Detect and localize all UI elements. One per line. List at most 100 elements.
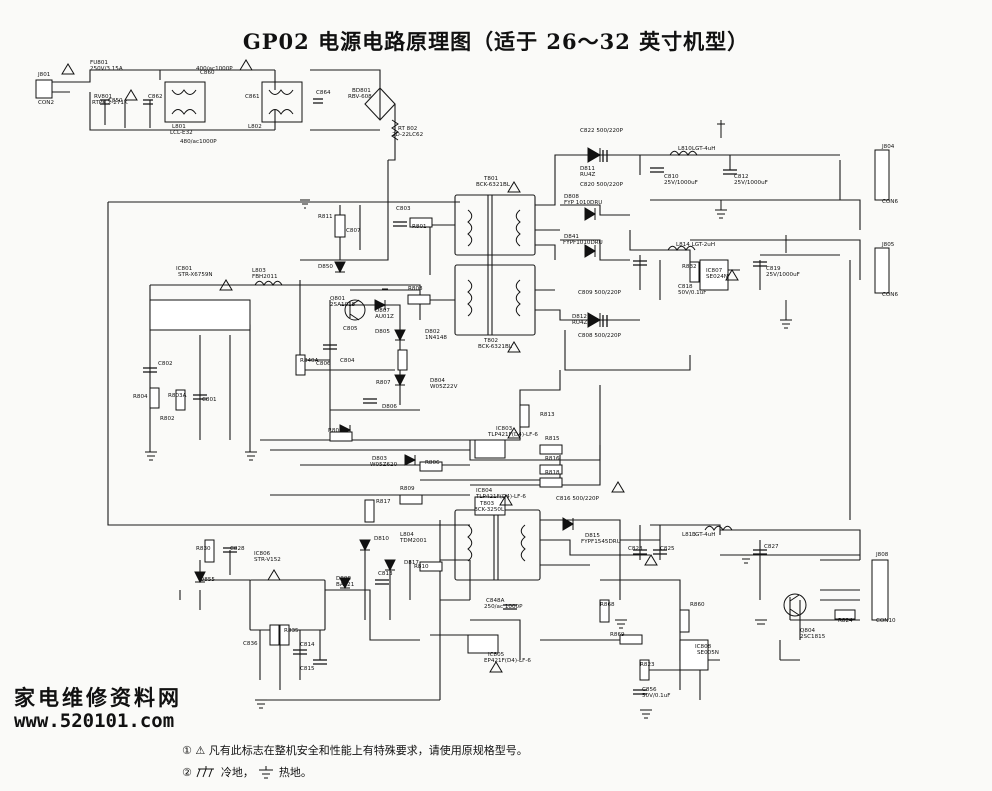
component-label: L803 <box>252 268 266 274</box>
component-label: C836 <box>243 641 258 647</box>
component-label: SE024N <box>706 274 728 280</box>
note-2: ② 冷地， 热地。 <box>182 764 312 780</box>
component-label: IC805 <box>488 652 505 658</box>
component-label: T802 <box>483 338 498 344</box>
component-label: C806 <box>316 361 331 367</box>
component-label: 2SC1815 <box>800 634 826 640</box>
component-label: L814 LGT-2uH <box>676 242 715 248</box>
component-label: D810 <box>374 536 389 542</box>
component-label: FYP 1010DRU <box>564 200 602 206</box>
component-label: C808 500/220P <box>578 333 622 339</box>
component-label: R823 <box>640 662 655 668</box>
component-label: C805 <box>343 326 358 332</box>
component-label: LCL-E32 <box>170 130 193 136</box>
component-label: L804 <box>400 532 414 538</box>
component-label: C860 <box>200 70 215 76</box>
component-label: C810 <box>664 174 679 180</box>
note-1: ① ⚠ 凡有此标志在整机安全和性能上有特殊要求，请使用原规格型号。 <box>182 744 528 757</box>
component-label: IC803 <box>496 426 513 432</box>
watermark-site-name: 家电维修资料网 <box>14 685 182 710</box>
component-label: R811 <box>318 214 333 220</box>
component-label: TLP421F(D4)-LF-6 <box>487 432 538 438</box>
component-label: IC804 <box>476 488 493 494</box>
component-label: C809 500/220P <box>578 290 622 296</box>
component-label: IC801 <box>176 266 193 272</box>
component-label: R810 <box>414 564 429 570</box>
component-label: RTPK 2-271K <box>92 100 128 106</box>
component-label: C815 <box>300 666 315 672</box>
component-label: 250V/3.15A <box>90 66 123 72</box>
component-label: 480/ac1000P <box>180 139 217 145</box>
note-2-prefix: ② <box>182 766 192 779</box>
note-2-cold: 冷地， <box>220 766 254 779</box>
component-label: D841 <box>564 234 579 240</box>
component-label: BCK-6321BL <box>476 182 511 188</box>
component-label: Q804 <box>800 628 816 634</box>
component-label: C818 <box>678 284 693 290</box>
component-label: R805 <box>328 428 343 434</box>
component-label: EP421F(D4)-LF-6 <box>484 658 531 664</box>
component-label: R818 <box>545 470 560 476</box>
hot-ground-icon <box>259 766 274 779</box>
component-label: R808 <box>408 286 423 292</box>
component-label: FYPF1545DRU <box>581 539 621 545</box>
component-label: RU4Z <box>580 172 596 178</box>
component-label: 250/ac 1000P <box>484 604 523 610</box>
component-label: R869 <box>610 632 625 638</box>
component-label: C801 <box>202 397 217 403</box>
component-label: R830 <box>196 546 211 552</box>
component-label: R832 <box>682 264 697 270</box>
component-label: C816 500/220P <box>556 496 600 502</box>
component-label: C812 <box>734 174 749 180</box>
component-label: TLP421F(D4)-LF-6 <box>475 494 526 500</box>
component-label: D805 <box>375 329 390 335</box>
component-label: IC808 <box>695 644 712 650</box>
component-label: D850 <box>318 264 333 270</box>
component-label: FU801 <box>90 60 108 66</box>
component-label: RT 802 <box>398 126 417 132</box>
component-label: R815 <box>545 436 560 442</box>
component-label: 50V/0.1uF <box>678 290 707 296</box>
component-label: 25V/1000uF <box>664 180 698 186</box>
component-label: D803 <box>372 456 387 462</box>
watermark-url: www.520101.com <box>14 710 175 732</box>
component-label: W05Z620 <box>370 462 398 468</box>
component-label: D811 <box>580 166 595 172</box>
component-label: BD801 <box>352 88 371 94</box>
component-label: IC806 <box>254 551 271 557</box>
note-2-hot: 热地。 <box>278 766 312 779</box>
component-label: C827 <box>764 544 779 550</box>
component-label: CON2 <box>38 100 54 106</box>
component-label: L802 <box>248 124 262 130</box>
component-label: 2D-22LC62 <box>392 132 423 138</box>
component-label: L801 <box>172 124 186 130</box>
component-label: SE005N <box>697 650 719 656</box>
component-label: C813 <box>378 571 393 577</box>
component-label: D804 <box>430 378 445 384</box>
component-label: LGT-4uH <box>692 532 715 538</box>
component-label: D806 <box>382 404 397 410</box>
component-label: R835 <box>284 628 299 634</box>
component-label: D855 <box>200 577 215 583</box>
component-label: L813 <box>682 532 696 538</box>
component-label: 25V/1000uF <box>734 180 768 186</box>
component-label: CON10 <box>876 618 896 624</box>
component-label: RBV-608 <box>348 94 372 100</box>
component-label: R817 <box>376 499 391 505</box>
component-label: C807 <box>346 228 361 234</box>
component-label: C820 500/220P <box>580 182 624 188</box>
component-label: R840A <box>300 358 319 364</box>
component-label: J804 <box>881 144 895 150</box>
component-label: R813 <box>540 412 555 418</box>
component-label: R860 <box>690 602 705 608</box>
component-label: R809 <box>400 486 415 492</box>
component-label: D802 <box>425 329 440 335</box>
component-label: 2SA1015 <box>330 302 356 308</box>
component-label: BCK-3250L <box>474 507 505 513</box>
component-label: R868 <box>600 602 615 608</box>
component-label: 1N4148 <box>425 335 447 341</box>
component-label: J801 <box>37 72 51 78</box>
component-label: 25V/1000uF <box>766 272 800 278</box>
component-label: RU4Z <box>572 320 588 326</box>
